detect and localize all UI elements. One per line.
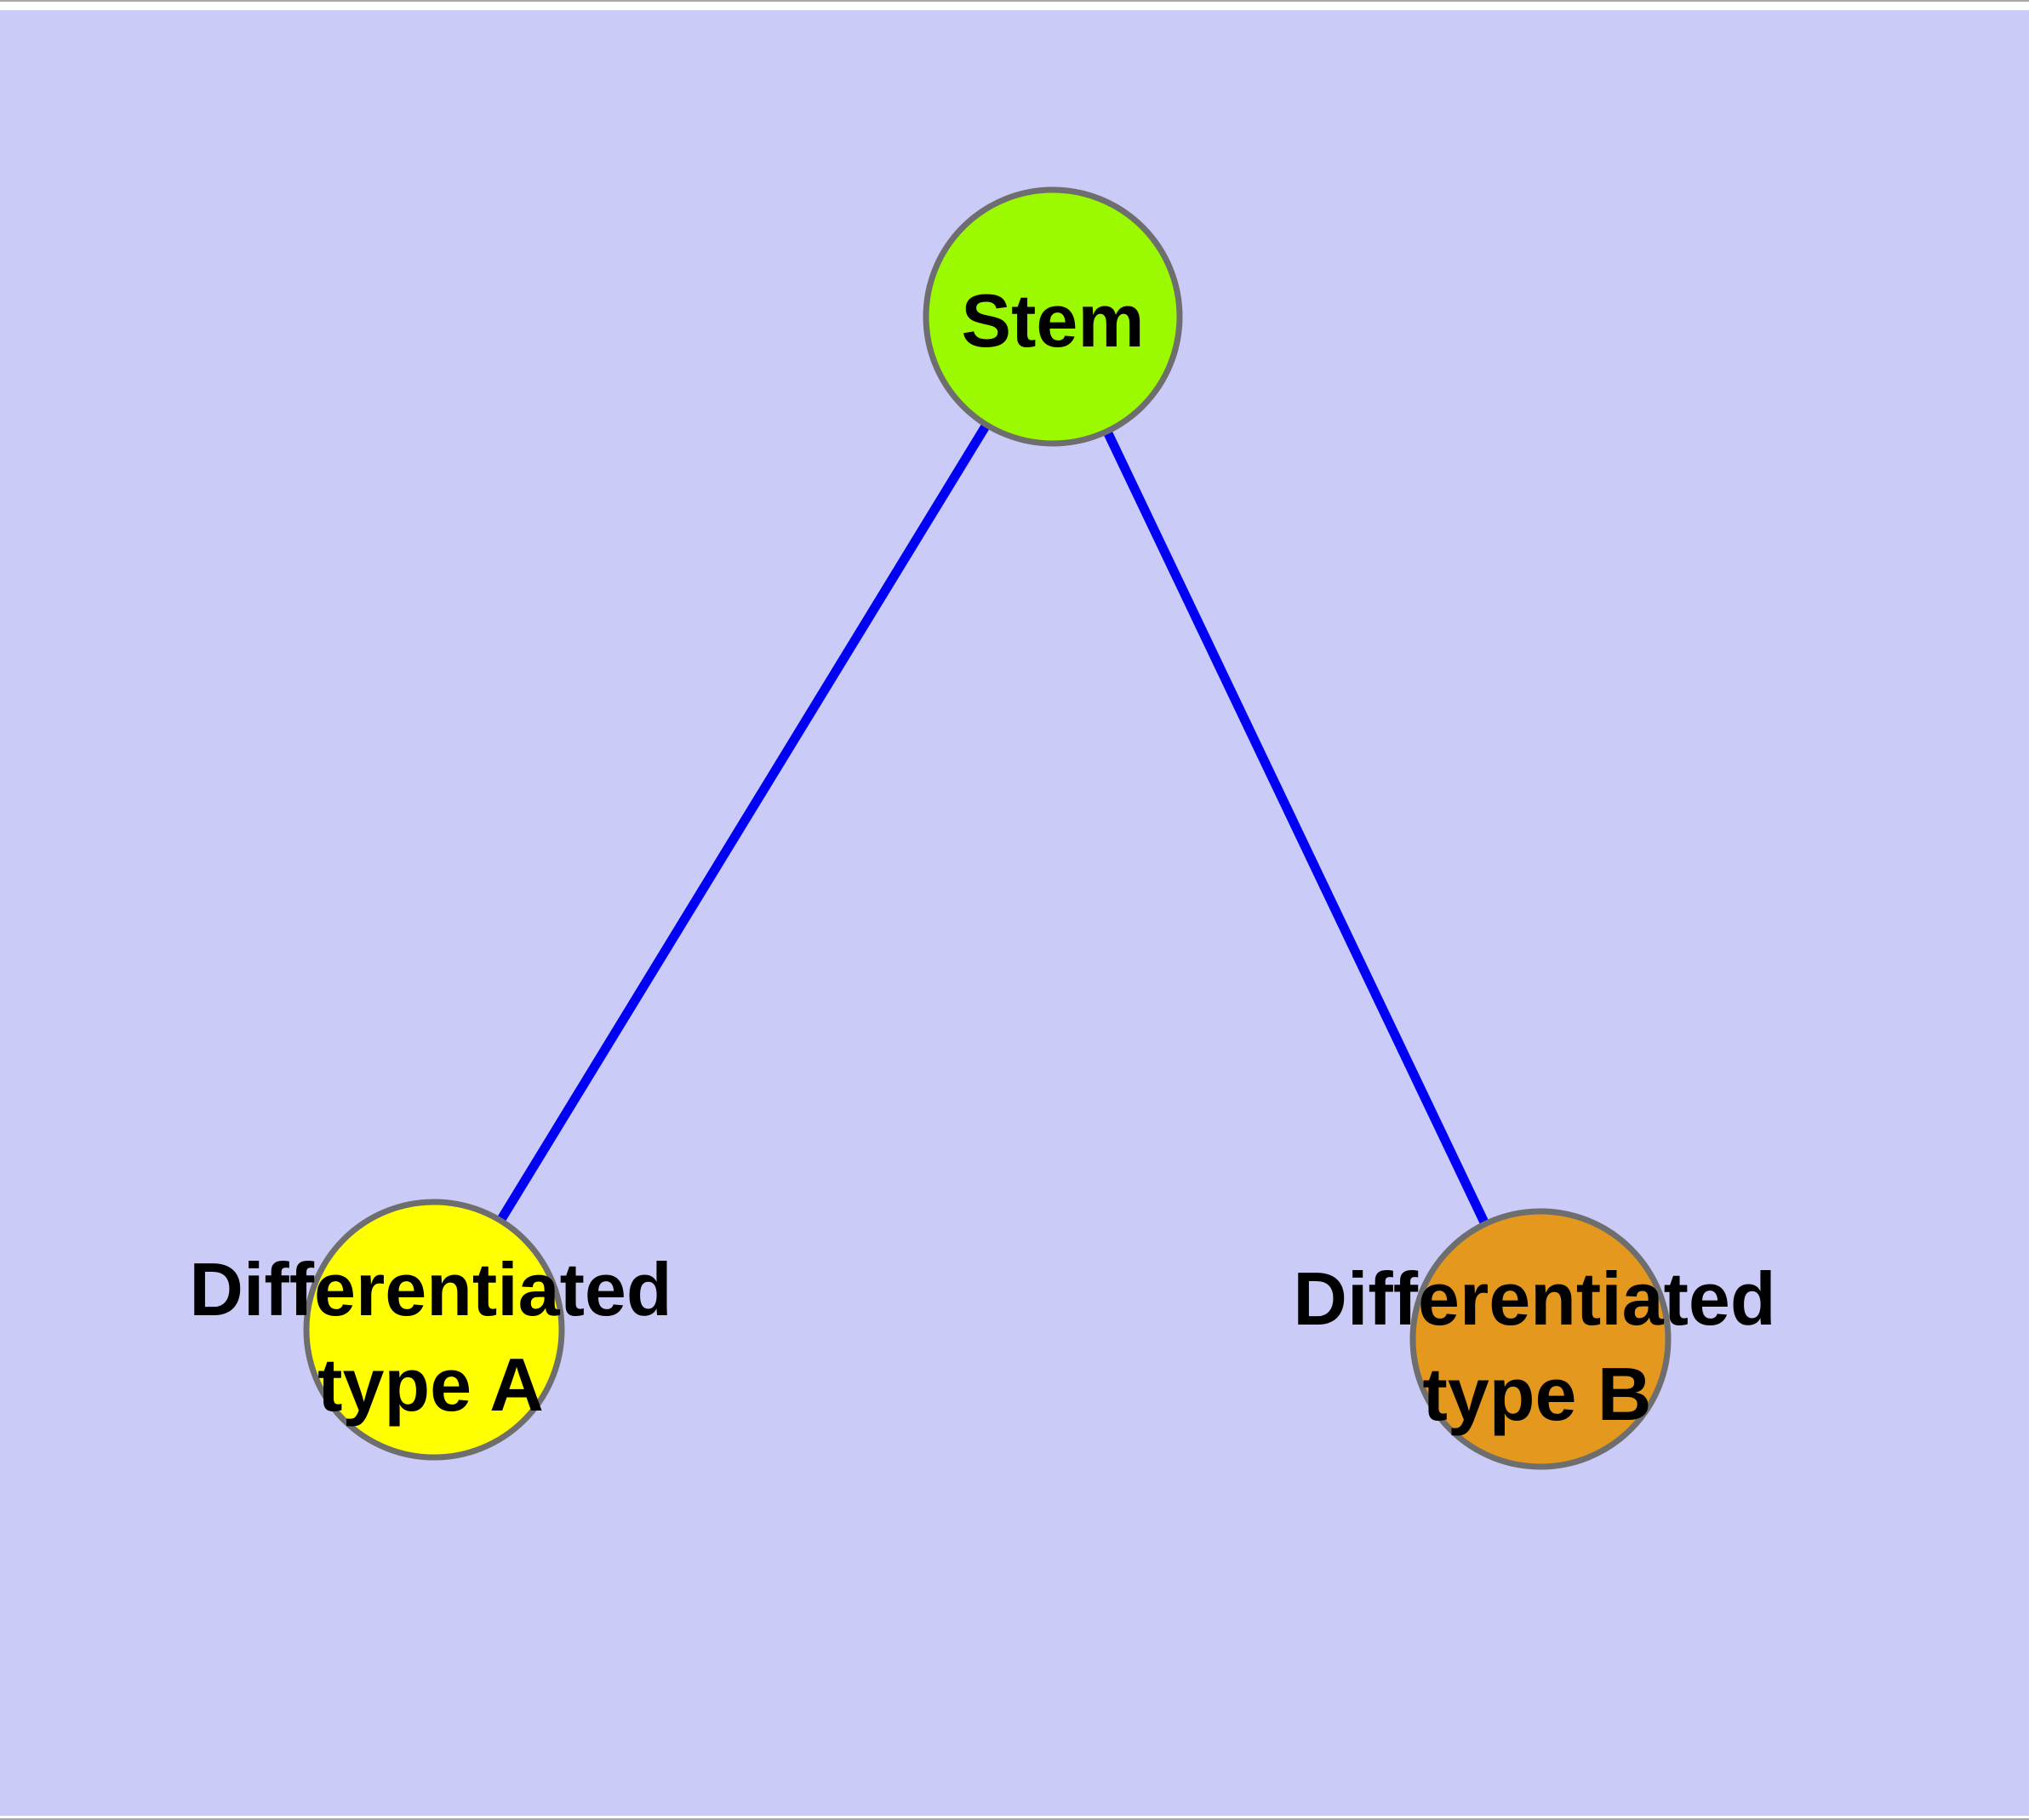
stem-node-label: Stem	[961, 278, 1144, 363]
type-a-node-label-line2: type A	[317, 1342, 544, 1427]
edge-stem-to-type-b[interactable]	[1103, 429, 1489, 1227]
type-a-node[interactable]	[303, 1199, 565, 1461]
type-a-node-label-line1: Differentiated	[189, 1247, 672, 1331]
type-b-node[interactable]	[1409, 1208, 1672, 1470]
edge-stem-to-type-a[interactable]	[496, 422, 991, 1223]
type-b-node-label-line1: Differentiated	[1293, 1256, 1775, 1341]
type-b-node-label-line2: type B	[1423, 1352, 1652, 1436]
stem-node[interactable]	[923, 186, 1183, 447]
